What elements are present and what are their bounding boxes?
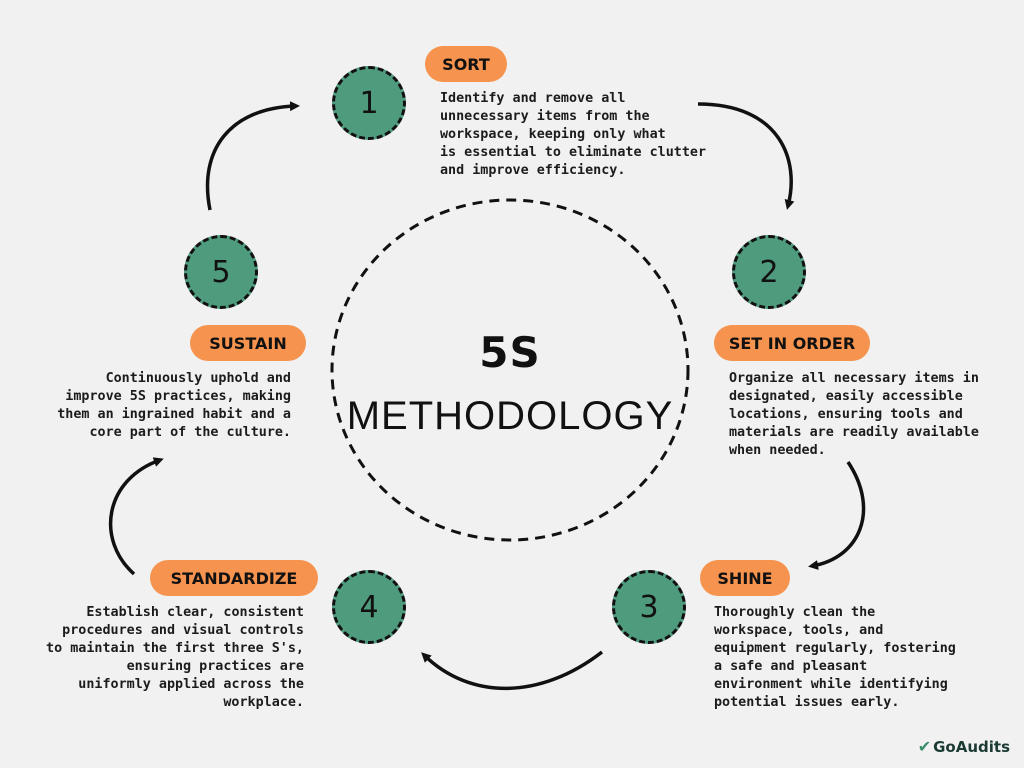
step-5-description-line: Continuously uphold and	[105, 371, 291, 386]
step-1-number-circle: 1	[332, 66, 406, 140]
step-2-description-line: Organize all necessary items in	[729, 371, 979, 386]
step-1-description-line: is essential to eliminate clutter	[440, 145, 707, 160]
step-3-description-line: workspace, tools, and	[714, 623, 884, 638]
step-3-description-line: environment while identifying	[714, 677, 948, 692]
step-4-description-line: workplace.	[223, 695, 304, 710]
step-3-description-line: equipment regularly, fostering	[714, 641, 956, 656]
step-3-description-line: potential issues early.	[714, 695, 900, 710]
step-5-label-pill: SUSTAIN	[190, 325, 306, 361]
step-5-description-line: core part of the culture.	[89, 425, 291, 440]
brand-name: GoAudits	[933, 737, 1010, 756]
step-5-description-line: improve 5S practices, making	[65, 389, 291, 404]
step-1-description-line: and improve efficiency.	[440, 163, 626, 178]
step-2-description-line: locations, ensuring tools and	[729, 407, 963, 422]
step-4-label-pill: STANDARDIZE	[150, 560, 318, 596]
step-3-number-circle: 3	[612, 570, 686, 644]
step-3-description-line: a safe and pleasant	[714, 659, 868, 674]
step-3-description-line: Thoroughly clean the	[714, 605, 876, 620]
step-4-description-line: to maintain the first three S's,	[46, 641, 304, 656]
step-4-description-line: procedures and visual controls	[62, 623, 304, 638]
center-dashed-circle	[330, 198, 690, 542]
brand-logo: ✔ GoAudits	[918, 737, 1010, 756]
center-label: 5S METHODOLOGY	[330, 198, 690, 543]
step-5-description-line: them an ingrained habit and a	[57, 407, 291, 422]
step-2-label-pill: SET IN ORDER	[714, 325, 870, 361]
arrow-sort-to-set-in-order	[697, 102, 795, 210]
step-5-number-circle: 5	[184, 235, 258, 309]
arrow-shine-to-standardize	[421, 650, 604, 691]
step-2-description-line: when needed.	[729, 443, 826, 458]
step-5-description: Continuously uphold and improve 5S pract…	[57, 370, 291, 442]
step-4-description: Establish clear, consistent procedures a…	[46, 604, 304, 712]
step-2-description-line: materials are readily available	[729, 425, 979, 440]
step-4-description-line: ensuring practices are	[126, 659, 304, 674]
step-1-description-line: Identify and remove all	[440, 91, 626, 106]
arrow-set-in-order-to-shine	[808, 461, 866, 570]
step-3-label-pill: SHINE	[700, 560, 790, 596]
step-4-number-circle: 4	[332, 570, 406, 644]
arrow-sustain-to-sort	[205, 101, 300, 211]
step-1-label-pill: SORT	[425, 46, 507, 82]
step-1-description-line: workspace, keeping only what	[440, 127, 666, 142]
center-title: 5S	[479, 328, 541, 377]
step-1-description-line: unnecessary items from the	[440, 109, 650, 124]
step-2-description-line: designated, easily accessible	[729, 389, 963, 404]
step-4-description-line: Establish clear, consistent	[86, 605, 304, 620]
center-subtitle: METHODOLOGY	[346, 394, 674, 438]
step-3-description: Thoroughly clean the workspace, tools, a…	[714, 604, 956, 712]
step-2-number-circle: 2	[732, 235, 806, 309]
check-icon: ✔	[917, 737, 932, 756]
arrow-standardize-to-sustain	[108, 457, 164, 576]
step-2-description: Organize all necessary items in designat…	[729, 370, 979, 460]
step-1-description: Identify and remove all unnecessary item…	[440, 90, 706, 180]
step-4-description-line: uniformly applied across the	[78, 677, 304, 692]
